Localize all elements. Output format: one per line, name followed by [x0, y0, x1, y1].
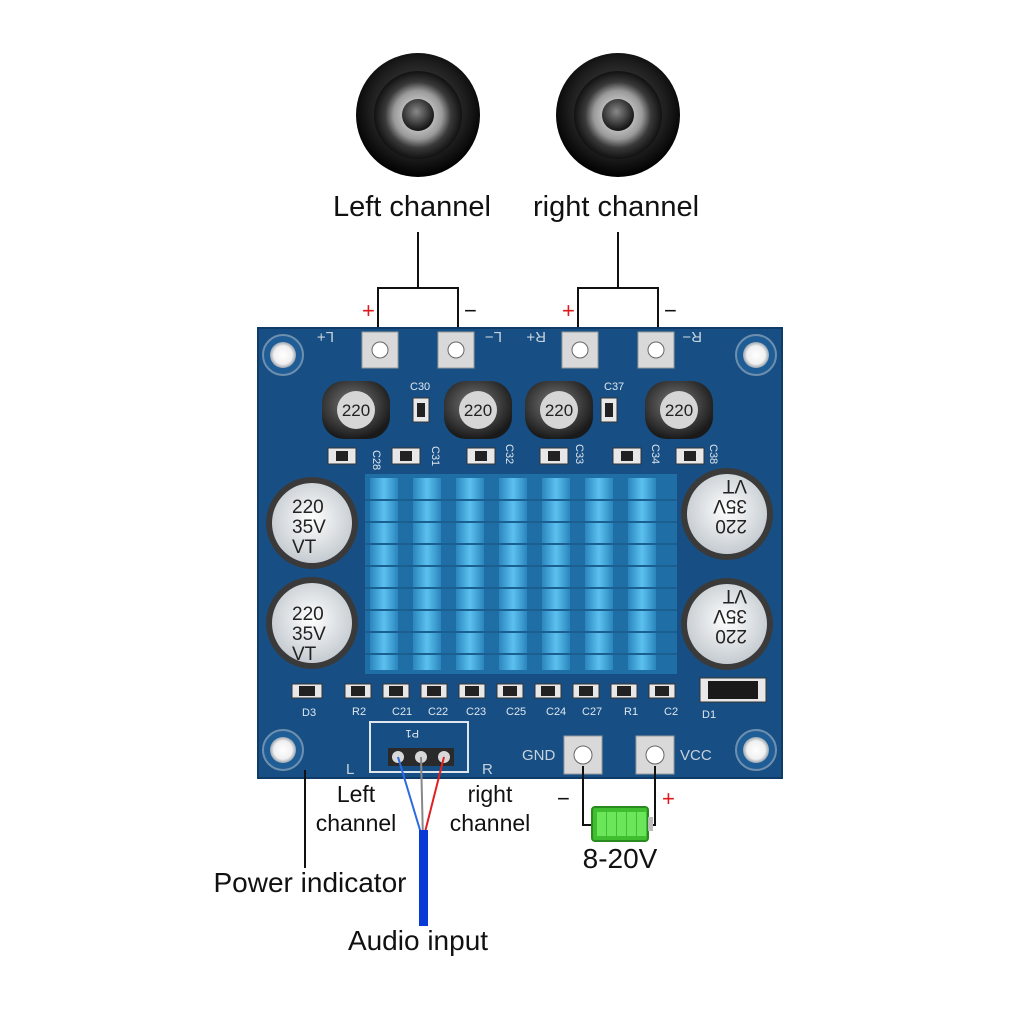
label-r1: R1 — [624, 706, 638, 718]
label-c31: C31 — [429, 446, 441, 466]
electrolytic-cap-left-top: 220 35V VT — [266, 477, 358, 569]
label-vcc: VCC — [680, 747, 712, 764]
label-c21: C21 — [392, 706, 412, 718]
small-capacitors-top — [412, 397, 618, 423]
inductor-2-value: 220 — [464, 401, 492, 420]
inductor-1-value: 220 — [342, 401, 370, 420]
label-d1: D1 — [702, 709, 716, 721]
input-left-label-line1: Left — [337, 781, 376, 807]
audio-input-label: Audio input — [348, 925, 488, 956]
battery-minus-sign: − — [557, 786, 570, 811]
svg-text:VT: VT — [292, 537, 317, 558]
battery-icon — [591, 806, 653, 842]
power-led-d3 — [291, 683, 323, 699]
right-plus-sign: + — [562, 298, 575, 323]
terminal-label-l-minus: L− — [485, 328, 502, 345]
input-right-label-line2: channel — [450, 810, 531, 836]
svg-text:220: 220 — [715, 515, 747, 536]
svg-text:VT: VT — [722, 585, 747, 606]
electrolytic-cap-right-bottom: 220 35V VT — [681, 578, 773, 670]
svg-text:VT: VT — [292, 644, 317, 665]
label-c24: C24 — [546, 706, 566, 718]
svg-text:35V: 35V — [292, 624, 326, 645]
left-minus-sign: − — [464, 298, 477, 323]
label-gnd: GND — [522, 747, 556, 764]
inductor-3-value: 220 — [545, 401, 573, 420]
pcb-board: L+ L− R+ R− 220 220 220 — [257, 327, 783, 779]
small-capacitors-row — [327, 447, 705, 465]
voltage-label: 8-20V — [583, 843, 658, 874]
label-c2: C2 — [664, 706, 678, 718]
audio-cable — [397, 756, 445, 926]
label-c27: C27 — [582, 706, 602, 718]
label-r2: R2 — [352, 706, 366, 718]
label-c38: C38 — [707, 444, 719, 464]
left-plus-sign: + — [362, 298, 375, 323]
right-minus-sign: − — [664, 298, 677, 323]
label-p1: P1 — [406, 727, 419, 739]
electrolytic-cap-right-top: 220 35V VT — [681, 468, 773, 560]
right-speaker-icon — [556, 53, 680, 177]
power-terminals — [563, 735, 675, 775]
label-c37: C37 — [604, 381, 624, 393]
left-channel-speaker-label: Left channel — [333, 191, 491, 223]
label-c28: C28 — [370, 450, 382, 470]
svg-text:220: 220 — [715, 625, 747, 646]
label-c34: C34 — [649, 444, 661, 464]
label-c30: C30 — [410, 381, 430, 393]
label-input-r: R — [482, 761, 493, 778]
svg-text:35V: 35V — [713, 605, 747, 626]
inductor-3: 220 — [525, 381, 593, 439]
terminal-label-r-minus: R− — [682, 328, 702, 345]
bottom-smd-row — [344, 683, 676, 699]
label-c23: C23 — [466, 706, 486, 718]
label-c25: C25 — [506, 706, 526, 718]
speaker-terminals — [361, 331, 675, 369]
label-d3: D3 — [302, 707, 316, 719]
input-right-label-line1: right — [468, 781, 513, 807]
svg-text:220: 220 — [292, 497, 324, 518]
heatsink — [365, 474, 677, 674]
inductor-1: 220 — [322, 381, 390, 439]
label-input-l: L — [346, 761, 354, 778]
svg-text:35V: 35V — [292, 517, 326, 538]
battery-plus-sign: + — [662, 786, 675, 811]
inductor-4: 220 — [645, 381, 713, 439]
svg-text:220: 220 — [292, 604, 324, 625]
svg-text:35V: 35V — [713, 495, 747, 516]
speaker-wires — [377, 232, 659, 342]
mounting-holes — [262, 334, 777, 771]
inductor-4-value: 220 — [665, 401, 693, 420]
power-indicator-label: Power indicator — [214, 867, 407, 898]
label-c32: C32 — [503, 444, 515, 464]
electrolytic-cap-left-bottom: 220 35V VT — [266, 577, 358, 669]
terminal-label-l-plus: L+ — [317, 328, 334, 345]
label-c22: C22 — [428, 706, 448, 718]
left-speaker-icon — [356, 53, 480, 177]
inductor-2: 220 — [444, 381, 512, 439]
inductors: 220 220 220 220 — [322, 381, 713, 439]
right-channel-speaker-label: right channel — [533, 191, 699, 223]
input-left-label-line2: channel — [316, 810, 397, 836]
diode-d1 — [699, 677, 767, 703]
label-c33: C33 — [573, 444, 585, 464]
svg-text:VT: VT — [722, 475, 747, 496]
terminal-label-r-plus: R+ — [526, 328, 546, 345]
